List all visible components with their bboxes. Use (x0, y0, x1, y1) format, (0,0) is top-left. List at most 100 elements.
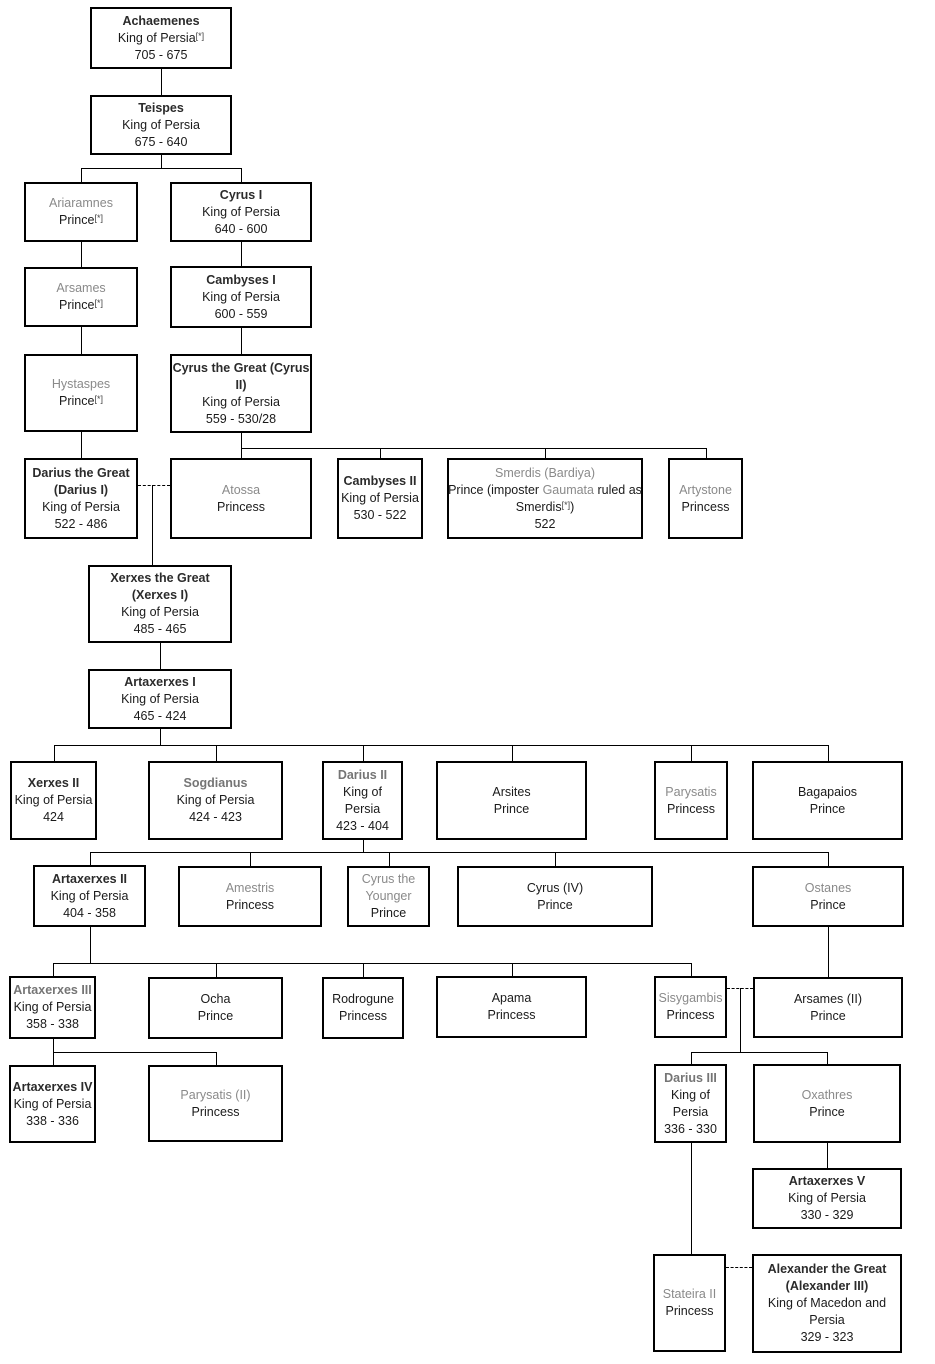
person-dates-line: 465 - 424 (134, 708, 187, 725)
person-dates-text: 404 - 358 (63, 905, 116, 920)
person-dates-text: 559 - 530/28 (205, 411, 277, 426)
person-name-line: Younger (365, 888, 411, 905)
person-name-line: Ocha (201, 991, 231, 1008)
person-dates-line: 559 - 530/28 (206, 411, 276, 428)
person-name-line: Cyrus I (220, 187, 262, 204)
person-name-text: Arsites (492, 784, 531, 799)
person-title-line: King of Persia (14, 1096, 92, 1113)
person-dates-text: 330 - 329 (800, 1208, 854, 1222)
person-title-text: Persia (344, 801, 381, 816)
descent-connector (706, 448, 707, 458)
person-name-line: Bagapaios (798, 784, 857, 801)
descent-connector (90, 852, 91, 865)
person-title-text: Persia (672, 1104, 709, 1119)
person-title-text: King of (671, 1087, 710, 1102)
footnote-marker: [*] (195, 30, 205, 41)
person-name-line: Ostanes (805, 880, 852, 897)
person-title-line: King of (671, 1087, 710, 1104)
person-title-text: Prince (810, 1008, 846, 1023)
person-name-text: Cyrus the (361, 872, 416, 886)
person-name-text: Sisygambis (658, 991, 723, 1005)
person-title-line: King of Persia (202, 289, 280, 306)
person-dates-line: 336 - 330 (664, 1121, 717, 1138)
descent-connector (691, 1052, 827, 1053)
person-dates-line: 522 (535, 516, 556, 533)
person-title-line: Prince (810, 1008, 845, 1025)
person-name-text: Hystaspes (51, 377, 111, 391)
person-name-text: Teispes (138, 100, 184, 115)
person-name-text: Xerxes the Great (110, 571, 210, 585)
person-dates-line: 522 - 486 (55, 516, 108, 533)
descent-connector (363, 745, 364, 761)
footnote-marker: [*] (94, 213, 103, 223)
person-title-text: Prince (537, 897, 573, 912)
person-title-line: King of Persia (341, 490, 419, 507)
person-title-text: Princess (681, 499, 730, 514)
person-dates-line: 600 - 559 (215, 306, 268, 323)
person-title-text: King of Persia (202, 289, 280, 304)
person-dates-text: 424 - 423 (189, 810, 242, 824)
person-name-text: Ariaramnes (49, 196, 113, 210)
descent-connector (53, 963, 54, 976)
person-name-line: Cyrus the Great (Cyrus (173, 360, 310, 377)
person-dates-text: 336 - 330 (664, 1121, 717, 1136)
person-name-line: Cambyses II (344, 473, 417, 490)
descent-connector (250, 852, 251, 866)
person-box-cambyses-i: Cambyses I King of Persia 600 - 559 (170, 266, 312, 328)
person-name-text: Cambyses I (206, 272, 276, 287)
person-title-line: Prince (494, 801, 529, 818)
person-dates-line: 358 - 338 (26, 1016, 79, 1033)
descent-connector (161, 155, 162, 168)
person-name-text: Darius II (337, 767, 388, 782)
descent-connector (241, 242, 242, 266)
person-name-text: Alexander the Great (767, 1262, 887, 1276)
person-box-cyrus-iv: Cyrus (IV)Prince (457, 866, 653, 927)
descent-connector (740, 988, 741, 1052)
person-dates-line: 675 - 640 (135, 134, 188, 151)
footnote-marker: [*] (561, 499, 571, 510)
person-dates-text: 358 - 338 (26, 1017, 79, 1031)
descent-connector (691, 1052, 692, 1064)
descent-connector (53, 963, 691, 964)
person-title-text: King of Persia (341, 491, 419, 505)
person-name-line: Cyrus (IV) (527, 880, 583, 897)
descent-connector (691, 1143, 692, 1254)
person-name-line: Hystaspes (52, 376, 110, 393)
descent-connector (512, 745, 513, 761)
person-title-text: King of Persia (202, 394, 280, 409)
person-title-text: Prince (810, 897, 846, 912)
person-dates-text: 705 - 675 (134, 47, 188, 62)
person-title-text: Prince (809, 801, 846, 816)
person-title-line: King of Persia (202, 204, 280, 221)
person-dates-text: 640 - 600 (214, 221, 268, 236)
person-title-text: Persia (809, 1313, 845, 1327)
person-title-line: King of Persia (51, 888, 129, 905)
person-title-line: Prince (imposter Gaumata ruled as (448, 482, 642, 499)
person-name-text: (Darius I) (53, 482, 109, 497)
person-name-text: Cyrus the Great (Cyrus (172, 360, 310, 375)
person-name-line: Arsames (II) (794, 991, 862, 1008)
person-title-line: Princess (488, 1007, 536, 1024)
person-name-text: Darius the Great (32, 465, 130, 480)
descent-connector (81, 432, 82, 458)
person-name-text: Xerxes II (27, 776, 80, 790)
descent-connector (241, 448, 706, 449)
footnote-marker: [*] (94, 394, 103, 404)
person-name-text: Ocha (200, 992, 231, 1006)
person-dates-text: 485 - 465 (133, 622, 187, 636)
person-name-text: Artaxerxes V (788, 1174, 866, 1188)
person-dates-text: 329 - 323 (800, 1330, 854, 1344)
person-title-line: Prince (371, 905, 406, 922)
descent-connector (691, 963, 692, 976)
person-name-line: Xerxes the Great (110, 570, 209, 587)
